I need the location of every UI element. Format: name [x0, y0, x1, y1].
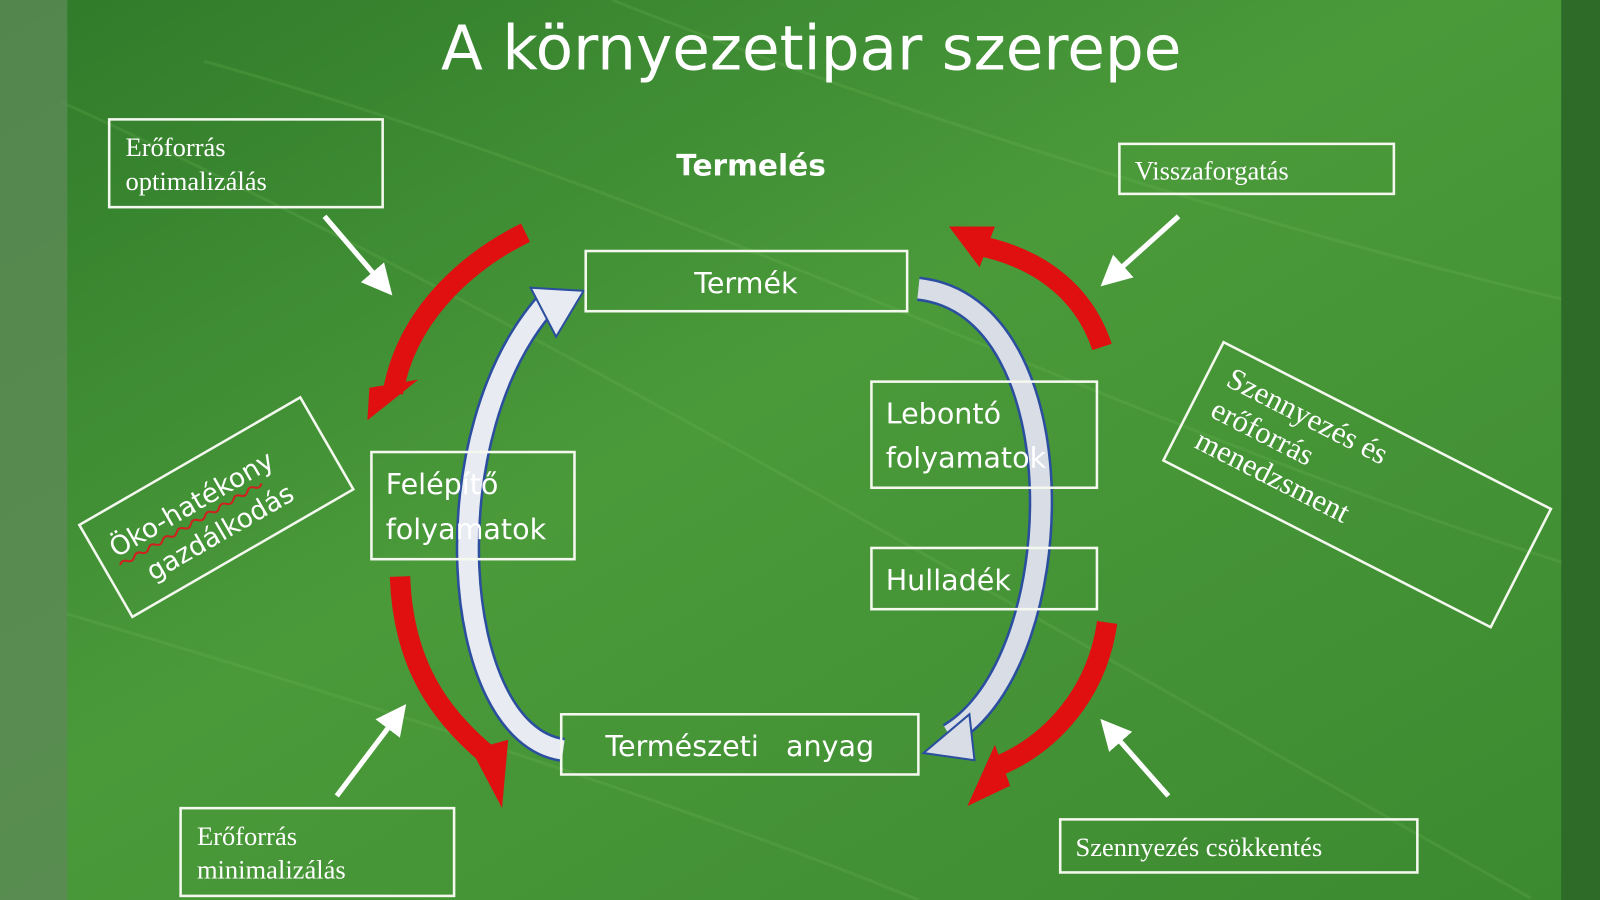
- box-eroforras-minimalizalas: Erőforrás minimalizálás: [179, 806, 456, 898]
- spellcheck-underline: [119, 483, 263, 566]
- box-eroforras-optimalizalas: Erőforrás optimalizálás: [107, 118, 384, 209]
- center-heading: Termelés: [676, 149, 826, 183]
- red-arrow-bottom-left: [389, 576, 509, 809]
- svg-text:minimalizálás: minimalizálás: [197, 855, 346, 885]
- box-hulladek: Hulladék: [870, 546, 1099, 611]
- box-felepito-folyamatok: Felépítő folyamatok: [370, 450, 576, 561]
- arrow-to-bottom-right: [1100, 718, 1171, 798]
- arrow-to-top-left: [322, 214, 393, 296]
- arrow-to-top-right: [1100, 214, 1181, 287]
- svg-text:folyamatok: folyamatok: [886, 440, 1047, 474]
- box-visszaforgatas: Visszaforgatás: [1118, 142, 1396, 196]
- box-termeszeti-anyag: Természeti anyag: [559, 713, 920, 776]
- svg-text:Hulladék: Hulladék: [886, 563, 1012, 597]
- red-arrow-bottom-right: [967, 620, 1118, 807]
- white-arrows: [322, 214, 1181, 798]
- svg-text:Erőforrás: Erőforrás: [197, 821, 297, 851]
- box-szennyezes-csokkentes: Szennyezés csökkentés: [1058, 818, 1419, 874]
- right-edge-strip: [1561, 0, 1600, 900]
- svg-text:optimalizálás: optimalizálás: [126, 166, 267, 196]
- svg-text:Természeti anyag: Természeti anyag: [604, 729, 874, 763]
- slide-title: A környezetipar szerepe: [441, 13, 1181, 84]
- svg-text:folyamatok: folyamatok: [386, 512, 547, 546]
- box-termek: Termék: [584, 249, 909, 313]
- leaf-streaks: [60, 0, 1593, 900]
- cycle-arrow-right: [916, 276, 1054, 762]
- svg-text:Visszaforgatás: Visszaforgatás: [1135, 156, 1289, 186]
- arrow-to-bottom-left: [334, 704, 407, 798]
- svg-text:Lebontó: Lebontó: [886, 396, 1001, 430]
- svg-text:Termék: Termék: [693, 266, 798, 300]
- cycle-arrow-left: [455, 286, 586, 763]
- box-lebonto-folyamatok: Lebontó folyamatok: [870, 380, 1099, 490]
- left-edge-strip: [0, 0, 68, 900]
- svg-text:Erőforrás: Erőforrás: [126, 132, 226, 162]
- red-arrow-top-right: [948, 226, 1112, 351]
- svg-text:Felépítő: Felépítő: [386, 467, 499, 501]
- svg-text:Szennyezés csökkentés: Szennyezés csökkentés: [1076, 832, 1323, 862]
